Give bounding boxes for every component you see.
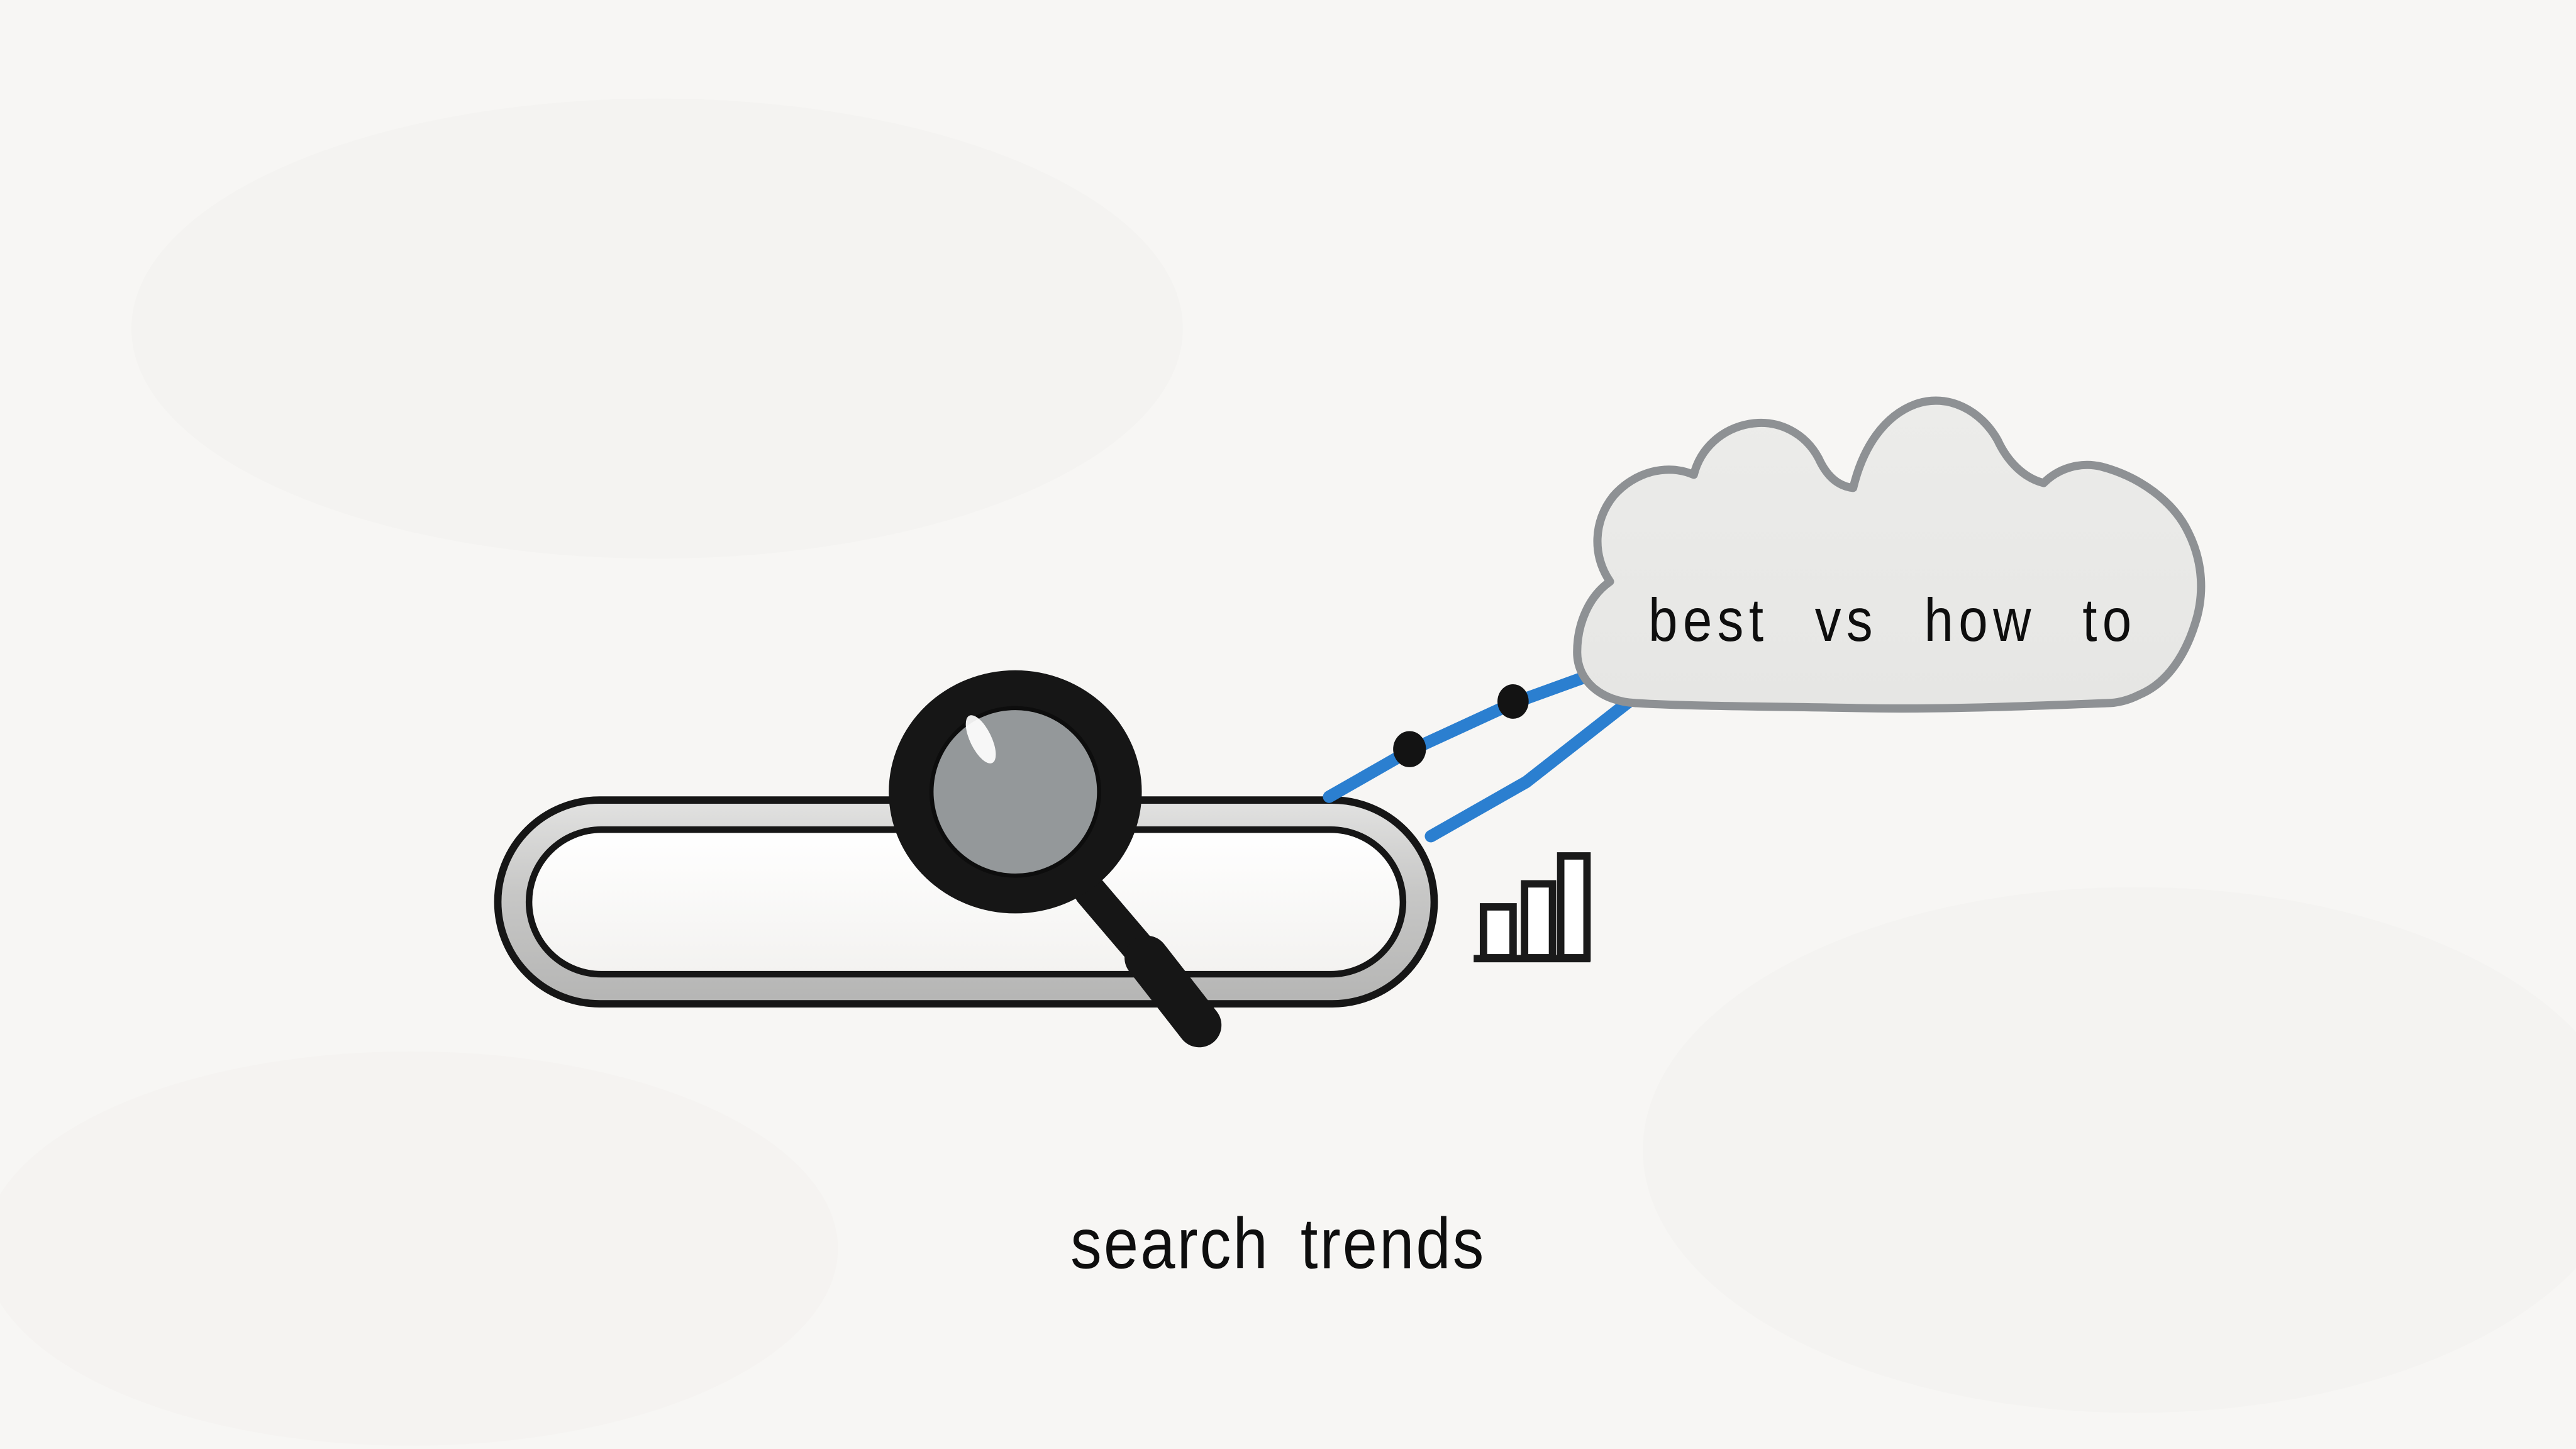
magnifier-lens [929, 706, 1101, 878]
bar-chart-bar-medium [1521, 880, 1557, 962]
data-point-icon [1497, 684, 1529, 719]
bar-chart-bar-small [1479, 903, 1517, 962]
cloud-label: best vs how to [1648, 586, 2137, 654]
trend-line-lower [1424, 687, 1646, 843]
data-point-icon [1393, 731, 1426, 767]
cloud-shape [1573, 396, 2206, 713]
magnifier-handle-grip [1124, 935, 1222, 1048]
background-texture [0, 98, 2576, 1446]
magnifier-icon [889, 670, 1222, 1048]
bar-chart-bar-tall [1557, 852, 1591, 962]
caption: search trends [1070, 1203, 1485, 1284]
bar-chart-icon [1474, 852, 1591, 963]
cloud-bubble: best vs how to [1573, 396, 2206, 713]
trend-lines [1323, 655, 1646, 843]
data-points [1393, 684, 1529, 767]
trend-line-upper [1323, 655, 1633, 803]
lens-highlight [965, 715, 996, 763]
